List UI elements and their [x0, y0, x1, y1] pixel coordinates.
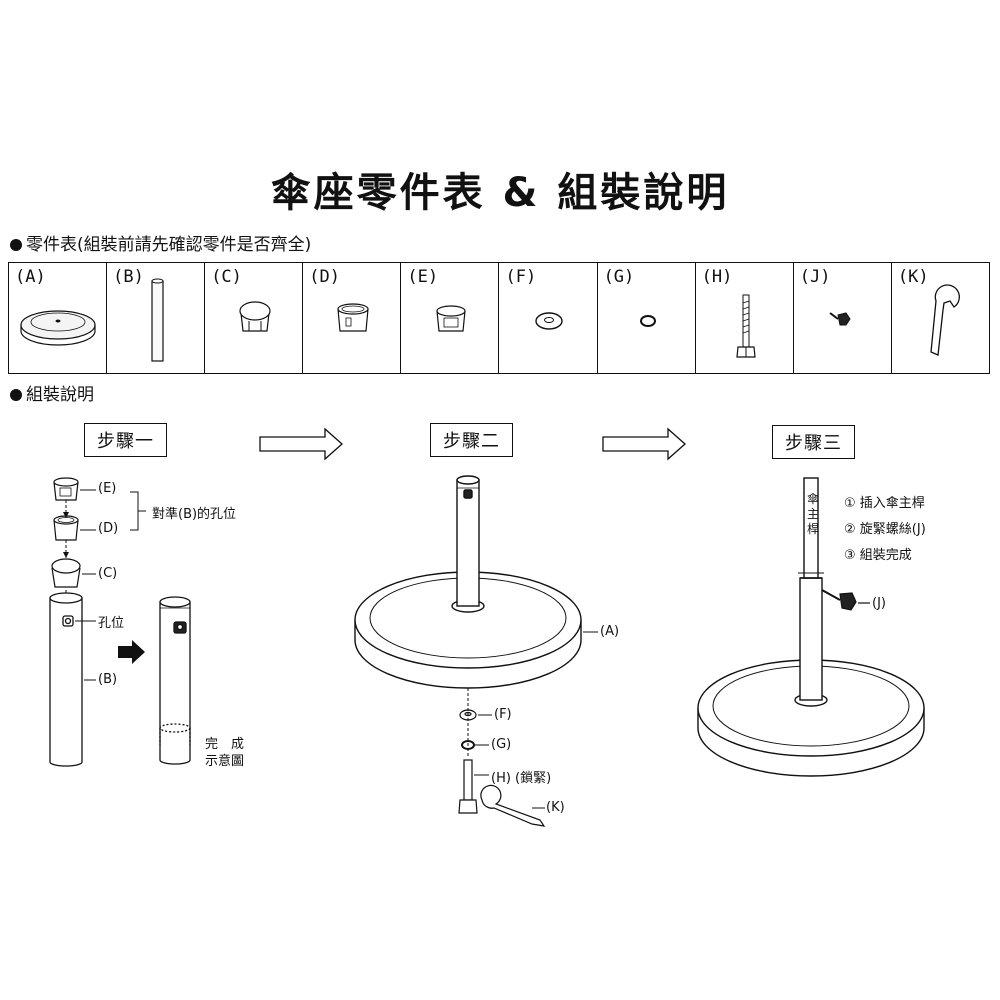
arrow-right-icon: [259, 427, 343, 461]
step-one-label: 步驟一: [84, 423, 167, 457]
arrow-right-icon: [118, 640, 145, 664]
step-two-label: 步驟二: [430, 423, 513, 457]
step1-caps: [51, 477, 81, 588]
tube-icon: [151, 278, 164, 362]
part-cell-d: (D): [303, 263, 402, 373]
label-j: (J): [872, 596, 886, 611]
part-label: (A): [15, 267, 46, 287]
bullet-icon: [10, 239, 22, 251]
label-e: (E): [98, 481, 117, 496]
instruction-3: ③ 組裝完成: [844, 548, 912, 563]
label-h: (H) (鎖緊): [491, 771, 552, 786]
cap-d-icon: [337, 303, 369, 332]
label-a: (A): [600, 624, 620, 639]
pole-label: 傘主桿: [806, 492, 819, 536]
label-b: (B): [98, 672, 118, 687]
knob-screw-icon: [829, 312, 851, 326]
washer-icon: [535, 312, 564, 330]
instruction-1: ① 插入傘主桿: [844, 496, 925, 511]
part-label: (E): [407, 267, 439, 287]
spring-washer-icon: [639, 315, 656, 327]
step-three-label: 步驟三: [772, 425, 855, 459]
tube-b: [49, 592, 83, 767]
part-cell-h: (H): [696, 263, 794, 373]
part-cell-g: (G): [598, 263, 696, 373]
part-label: (H): [701, 267, 733, 287]
assembly-section-label: 組裝說明: [26, 385, 94, 405]
step3-base: [697, 477, 925, 777]
cap-e-icon: [436, 305, 466, 332]
part-cell-j: (J): [794, 263, 892, 373]
part-cell-c: (C): [205, 263, 304, 373]
wrench-icon: [930, 284, 960, 356]
part-label: (G): [603, 267, 635, 287]
step2-base: [354, 475, 582, 689]
page-title: 傘座零件表 & 組裝說明: [270, 170, 730, 216]
label-g: (G): [491, 737, 512, 752]
label-k: (K): [546, 800, 565, 815]
instruction-2: ② 旋緊螺絲(J): [844, 522, 926, 537]
part-cell-e: (E): [401, 263, 500, 373]
parts-section-heading: 零件表(組裝前請先確認零件是否齊全): [10, 230, 311, 255]
part-cell-k: (K): [892, 263, 989, 373]
part-label: (D): [309, 267, 340, 287]
done-label-2: 示意圖: [205, 754, 245, 769]
part-cell-a: (A): [9, 263, 108, 373]
assembled-tube: [159, 596, 191, 765]
label-f: (F): [494, 707, 512, 722]
label-d: (D): [98, 521, 119, 536]
parts-table: (A) (B) (C) (D) (E): [8, 262, 990, 374]
part-cell-b: (B): [107, 263, 206, 373]
part-label: (J): [799, 267, 831, 287]
bullet-icon: [10, 389, 22, 401]
done-label-1: 完 成: [205, 737, 245, 752]
part-label: (K): [897, 267, 929, 287]
label-c: (C): [98, 566, 118, 581]
part-cell-f: (F): [499, 263, 598, 373]
align-note: 對準(B)的孔位: [152, 507, 237, 522]
label-hole: 孔位: [98, 616, 125, 631]
part-label: (C): [211, 267, 242, 287]
cap-c-icon: [239, 301, 271, 332]
bolt-icon: [735, 294, 756, 358]
arrow-right-icon: [602, 427, 686, 461]
parts-section-label: 零件表(組裝前請先確認零件是否齊全): [26, 235, 312, 255]
assembly-section-heading: 組裝說明: [10, 380, 94, 405]
part-label: (F): [505, 267, 537, 287]
part-label: (B): [113, 267, 144, 287]
base-disc-icon: [20, 310, 96, 346]
step3-knob: [821, 589, 870, 611]
